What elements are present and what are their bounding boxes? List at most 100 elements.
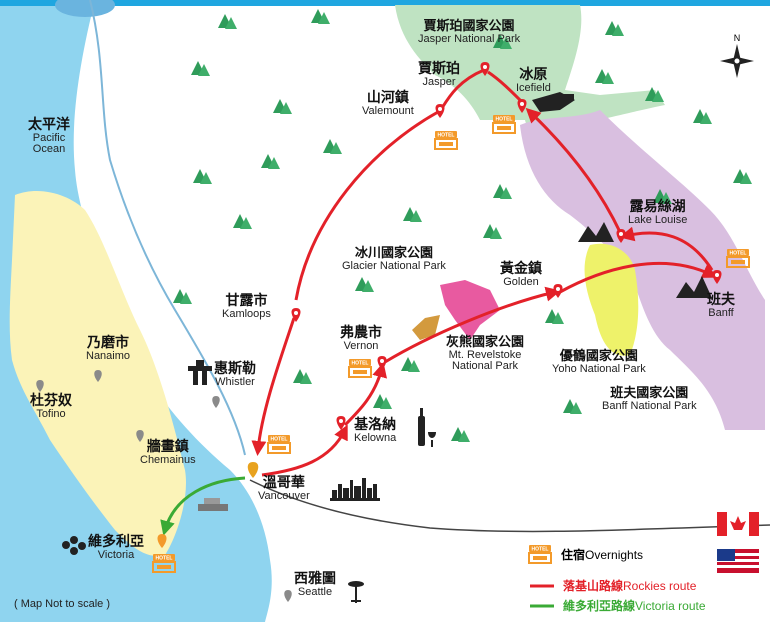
banff-park-en: Banff National Park xyxy=(602,399,697,412)
place-victoria-zh: 維多利亞 xyxy=(88,534,144,550)
jasper-park-en: Jasper National Park xyxy=(418,32,521,45)
legend-overnights-en: Overnights xyxy=(585,548,644,562)
place-chemainus-en: Chemainus xyxy=(140,453,196,466)
jasper-park-label: 賈斯珀國家公園 Jasper National Park xyxy=(418,20,520,45)
place-golden-en: Golden xyxy=(503,275,539,288)
place-victoria-en: Victoria xyxy=(97,548,135,561)
glacier-park-label: 冰川國家公園 Glacier National Park xyxy=(342,247,446,272)
legend-victoria-en: Victoria route xyxy=(635,599,706,613)
place-lake-louise-en: Lake Louise xyxy=(628,213,688,226)
wine-icon xyxy=(418,408,436,447)
place-nanaimo-zh: 乃磨市 xyxy=(87,335,130,351)
place-vancouver-en: Vancouver xyxy=(258,489,310,502)
scale-note: ( Map Not to scale ) xyxy=(14,598,110,610)
revelstoke-park-zh: 灰熊國家公園 xyxy=(446,335,525,350)
border-line xyxy=(249,479,770,533)
yoho-park-zh: 優鶴國家公園 xyxy=(559,349,638,364)
place-vancouver-zh: 溫哥華 xyxy=(262,475,305,491)
place-icefield-zh: 冰原 xyxy=(519,67,548,83)
snowcat-icon xyxy=(532,92,575,112)
legend-overnights-zh: 住宿 xyxy=(561,548,586,562)
vancouver-pin xyxy=(247,462,259,478)
place-valemount-zh: 山河鎮 xyxy=(366,90,409,106)
place-tofino-zh: 杜芬奴 xyxy=(30,393,72,409)
ocean-label: 太平洋 Pacific Ocean xyxy=(28,118,70,156)
place-jasper-zh: 賈斯珀 xyxy=(418,61,460,77)
mountain-icons xyxy=(578,222,712,298)
place-kamloops-zh: 甘露市 xyxy=(225,293,268,309)
place-vernon-en: Vernon xyxy=(343,339,379,352)
usa-flag xyxy=(717,549,759,573)
place-nanaimo-en: Nanaimo xyxy=(86,349,131,362)
place-kelowna-en: Kelowna xyxy=(354,431,397,444)
ferry-icon xyxy=(198,498,228,511)
banff-park-label: 班夫國家公園 Banff National Park xyxy=(602,387,697,412)
place-banff-en: Banff xyxy=(708,306,734,319)
glacier-park-zh: 冰川國家公園 xyxy=(354,246,433,261)
victoria-route xyxy=(160,476,246,536)
place-kelowna-zh: 基洛納 xyxy=(354,417,397,433)
place-chemainus-zh: 牆畫鎮 xyxy=(146,439,189,455)
place-kamloops-en: Kamloops xyxy=(222,307,271,320)
place-lake-louise-zh: 露易絲湖 xyxy=(629,199,686,215)
glacier-park-area xyxy=(440,280,500,340)
header-tab xyxy=(55,0,115,17)
ocean-en-line2: Ocean xyxy=(32,143,66,156)
rockies-route xyxy=(251,68,718,477)
place-banff-zh: 班夫 xyxy=(707,292,735,308)
revelstoke-park-en-line2: National Park xyxy=(451,360,519,373)
banff-park-zh: 班夫國家公園 xyxy=(610,386,689,401)
glacier-park-en: Glacier National Park xyxy=(342,259,446,272)
legend-overnights: 住宿Overnights xyxy=(561,546,643,564)
compass-icon: N xyxy=(720,33,754,78)
place-jasper-en: Jasper xyxy=(422,75,456,88)
svg-text:N: N xyxy=(734,33,741,43)
yoho-park-label: 優鶴國家公園 Yoho National Park xyxy=(552,350,646,375)
legend-rockies-en: Rockies route xyxy=(623,579,697,593)
place-seattle-en: Seattle xyxy=(297,585,333,598)
flower-icon xyxy=(62,536,86,555)
place-whistler-en: Whistler xyxy=(215,375,255,388)
ocean-zh: 太平洋 xyxy=(28,117,70,133)
banff-park-area xyxy=(520,110,765,430)
jasper-park-area xyxy=(395,5,665,140)
skyline-icon xyxy=(330,478,380,501)
top-border xyxy=(0,0,770,6)
ocean-en-line1: Pacific xyxy=(32,131,66,144)
jasper-park-zh: 賈斯珀國家公園 xyxy=(423,19,515,34)
place-icefield-en: Icefield xyxy=(516,81,551,94)
yoho-park-en: Yoho National Park xyxy=(552,362,646,375)
place-valemount-en: Valemount xyxy=(362,104,414,117)
inukshuk-icon xyxy=(188,360,212,385)
pacific-ocean xyxy=(0,0,272,622)
place-seattle-zh: 西雅圖 xyxy=(294,571,336,587)
grey-pins xyxy=(36,370,292,602)
legend-victoria: 維多利亞路線Victoria route xyxy=(563,597,706,615)
place-vernon-zh: 弗農市 xyxy=(340,325,382,341)
revelstoke-park-label: 灰熊國家公園 Mt. Revelstoke National Park xyxy=(446,336,524,373)
place-whistler-zh: 惠斯勒 xyxy=(214,361,256,377)
victoria-pin xyxy=(157,534,167,548)
yoho-park-area xyxy=(584,243,639,356)
coastline xyxy=(89,0,246,456)
legend-victoria-zh: 維多利亞路線 xyxy=(563,599,636,613)
canada-flag xyxy=(717,512,759,536)
place-golden-zh: 黃金鎮 xyxy=(500,261,542,277)
legend-rockies: 落基山路線Rockies route xyxy=(563,577,696,595)
place-tofino-en: Tofino xyxy=(36,407,66,420)
